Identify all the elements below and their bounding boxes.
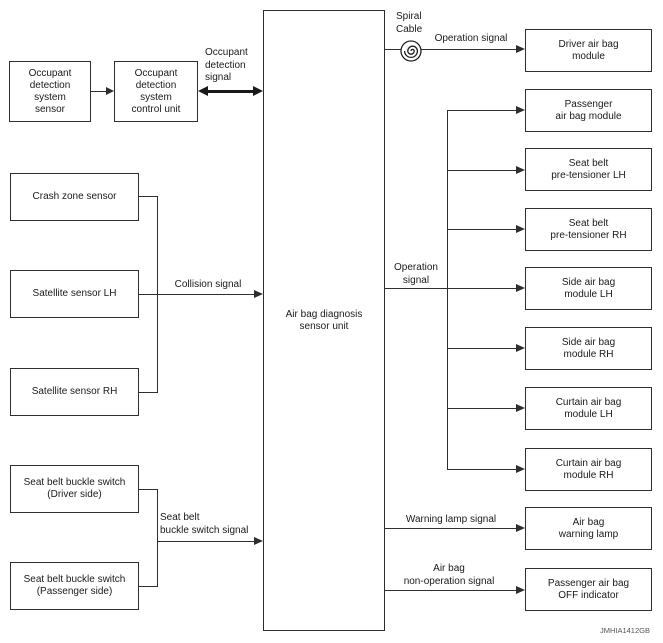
box-passenger-air-bag-module: Passenger air bag module — [525, 89, 652, 132]
label-operation-signal: Operation signal — [394, 262, 438, 286]
sensor-to-control-arrow-icon — [106, 87, 114, 95]
curtain-rh-branch-line — [447, 469, 516, 470]
box-satellite-sensor-lh: Satellite sensor LH — [10, 270, 139, 318]
side-lh-arrow-icon — [516, 284, 525, 292]
label-collision-signal: Collision signal — [174, 279, 242, 290]
pretensioner-lh-arrow-icon — [516, 166, 525, 174]
box-air-bag-warning-lamp: Air bag warning lamp — [525, 507, 652, 550]
satellite-rh-connector-line — [139, 392, 158, 393]
buckle-signal-line — [157, 541, 254, 542]
box-curtain-air-bag-module-rh: Curtain air bag module RH — [525, 448, 652, 491]
crash-zone-connector-line — [139, 196, 158, 197]
non-operation-signal-line — [385, 590, 516, 591]
pretensioner-lh-branch-line — [447, 170, 516, 171]
box-seat-belt-buckle-switch-passenger: Seat belt buckle switch (Passenger side) — [10, 562, 139, 610]
label-warning-lamp-signal: Warning lamp signal — [405, 514, 497, 525]
pretensioner-rh-arrow-icon — [516, 225, 525, 233]
box-passenger-air-bag-off-indicator: Passenger air bag OFF indicator — [525, 568, 652, 611]
label-seat-belt-buckle-switch-signal: Seat belt buckle switch signal — [160, 512, 249, 536]
label-occupant-detection-signal: Occupant detection signal — [205, 47, 248, 83]
box-occupant-detection-system-control-unit: Occupant detection system control unit — [114, 61, 198, 122]
curtain-lh-branch-line — [447, 408, 516, 409]
buckle-driver-connector-line — [139, 489, 158, 490]
box-crash-zone-sensor: Crash zone sensor — [10, 173, 139, 221]
sensor-to-control-line — [91, 91, 106, 92]
driver-module-line — [385, 49, 516, 50]
box-side-air-bag-module-rh: Side air bag module RH — [525, 327, 652, 370]
warning-lamp-signal-line — [385, 528, 516, 529]
buckle-bus-line — [157, 489, 158, 587]
driver-module-arrow-icon — [516, 45, 525, 53]
side-rh-branch-line — [447, 348, 516, 349]
warning-lamp-arrow-icon — [516, 524, 525, 532]
figure-id: JMHIA1412GB — [599, 626, 650, 635]
label-operation-signal-top: Operation signal — [434, 33, 508, 44]
operation-signal-line — [385, 288, 516, 289]
occupant-detection-arrow-left-icon — [198, 86, 208, 96]
box-curtain-air-bag-module-lh: Curtain air bag module LH — [525, 387, 652, 430]
curtain-rh-arrow-icon — [516, 465, 525, 473]
box-seat-belt-pretensioner-lh: Seat belt pre-tensioner LH — [525, 148, 652, 191]
occupant-detection-arrow-right-icon — [253, 86, 263, 96]
box-seat-belt-buckle-switch-driver: Seat belt buckle switch (Driver side) — [10, 465, 139, 513]
collision-signal-arrow-icon — [254, 290, 263, 298]
operation-bus-line — [447, 110, 448, 469]
curtain-lh-arrow-icon — [516, 404, 525, 412]
box-satellite-sensor-rh: Satellite sensor RH — [10, 368, 139, 416]
spiral-cable-icon — [400, 40, 422, 62]
buckle-passenger-connector-line — [139, 586, 158, 587]
non-operation-arrow-icon — [516, 586, 525, 594]
box-driver-air-bag-module: Driver air bag module — [525, 29, 652, 72]
box-side-air-bag-module-lh: Side air bag module LH — [525, 267, 652, 310]
side-rh-arrow-icon — [516, 344, 525, 352]
pretensioner-rh-branch-line — [447, 229, 516, 230]
box-occupant-detection-system-sensor: Occupant detection system sensor — [9, 61, 91, 122]
buckle-signal-arrow-icon — [254, 537, 263, 545]
occupant-detection-signal-line — [206, 90, 255, 93]
box-seat-belt-pretensioner-rh: Seat belt pre-tensioner RH — [525, 208, 652, 251]
collision-signal-line — [139, 294, 254, 295]
passenger-arrow-icon — [516, 106, 525, 114]
label-spiral-cable: Spiral Cable — [396, 11, 423, 35]
box-air-bag-diagnosis-sensor-unit: Air bag diagnosis sensor unit — [263, 10, 385, 631]
passenger-branch-line — [447, 110, 516, 111]
label-air-bag-non-operation-signal: Air bag non-operation signal — [403, 563, 495, 587]
